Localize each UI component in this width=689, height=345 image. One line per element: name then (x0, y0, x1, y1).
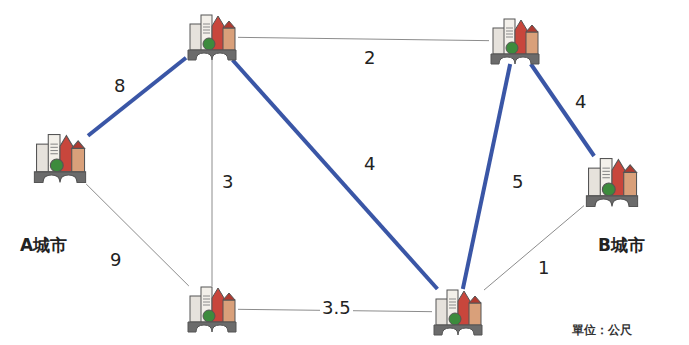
distance-label: 4 (362, 154, 377, 174)
distance-label: 3 (220, 172, 235, 192)
chosen-route (233, 60, 438, 289)
chosen-route (88, 58, 186, 136)
distance-label: 8 (112, 76, 127, 96)
city-icon (428, 285, 488, 339)
city-name: A城市 (20, 234, 92, 257)
road-line (484, 206, 584, 290)
city-node (182, 282, 242, 336)
city-icon (28, 128, 92, 188)
city-icon (182, 10, 242, 64)
road-line (238, 37, 489, 40)
distance-label: 5 (510, 172, 525, 192)
road-line (86, 184, 189, 286)
distance-label: 9 (108, 250, 123, 270)
city-node (182, 10, 242, 64)
city-icon (580, 152, 644, 212)
distance-label: 2 (362, 48, 377, 68)
chosen-route (531, 64, 594, 156)
road-line (212, 60, 213, 286)
chosen-route (463, 64, 510, 289)
city-node: A城市 (28, 128, 92, 257)
distance-label: 4 (573, 92, 588, 112)
city-node (428, 285, 488, 339)
city-name: B城市 (598, 234, 645, 257)
unit-note: 單位：公尺 (572, 322, 632, 339)
city-node (485, 14, 545, 68)
distance-label: 3.5 (320, 298, 353, 318)
city-icon (485, 14, 545, 68)
city-node: B城市 (580, 152, 645, 257)
city-icon (182, 282, 242, 336)
distance-label: 1 (536, 258, 551, 278)
